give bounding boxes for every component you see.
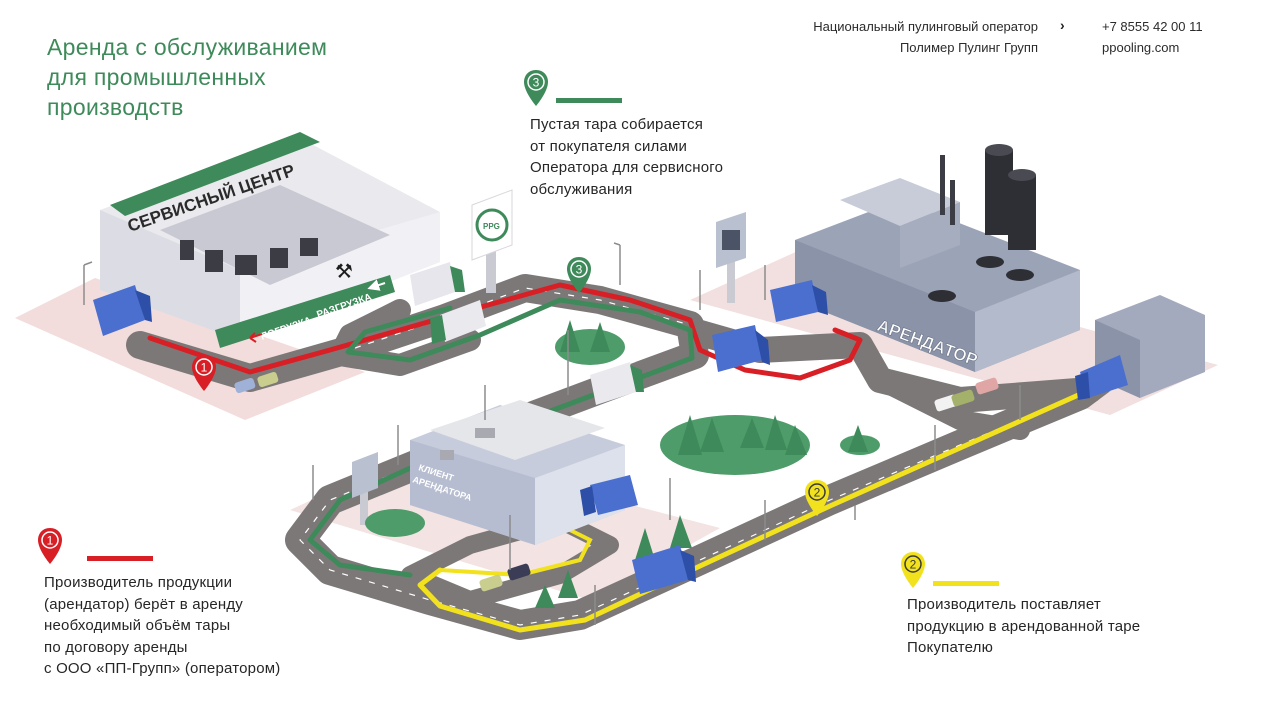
legend-step-3-line: Оператора для сервисного	[530, 159, 724, 176]
road-markings	[299, 287, 1081, 626]
legend-step-3-line: Пустая тара собирается	[530, 116, 704, 133]
title-line-3: производств	[47, 94, 184, 120]
legend-step-1-line: (арендатор) берёт в аренду	[44, 595, 244, 613]
legend-step-3: Пустая тара собирается от покупателя сил…	[530, 114, 723, 200]
route-step-1	[147, 282, 863, 381]
truck	[590, 362, 644, 405]
legend-step-1-line: с ООО «ПП-Групп» (оператором)	[44, 660, 281, 677]
truck	[770, 280, 828, 322]
legend-pin-1-number: 1	[47, 534, 54, 548]
map-pin-1-number: 1	[201, 361, 208, 375]
route-step-2	[417, 389, 1088, 633]
trucks	[93, 262, 1128, 594]
svg-text:⚒: ⚒	[335, 259, 353, 283]
legend-pin-2: 2	[901, 552, 925, 588]
legend-step-2: Производитель поставляет продукцию в аре…	[907, 594, 1140, 659]
contact-info: +7 8555 42 00 11 ppooling.com	[1102, 16, 1203, 58]
truck	[430, 300, 486, 344]
phone-number[interactable]: +7 8555 42 00 11	[1102, 19, 1203, 34]
truck	[580, 475, 638, 516]
legend-step-2-line: Производитель поставляет	[907, 596, 1101, 613]
map-pin-3-number: 3	[576, 263, 583, 277]
legend-pin-2-number: 2	[910, 558, 917, 572]
truck	[1075, 355, 1128, 400]
tenant-sign	[716, 212, 746, 303]
ppg-logo: PPG	[483, 222, 500, 231]
ppg-logo-pylon: PPG	[471, 189, 513, 293]
chevron-right-icon: ›	[1060, 17, 1065, 33]
tenant-factory: АРЕНДАТОР	[795, 144, 1205, 398]
legend-pin-1: 1	[38, 528, 62, 564]
truck	[632, 545, 696, 594]
cars	[234, 371, 999, 592]
service-center-building: СЕРВИСНЫЙ ЦЕНТР ПОГРУЗКА РАЗГРУЗКА ⚒	[100, 132, 440, 348]
legend-bar-1	[87, 556, 153, 561]
map-pin-2: 2	[805, 480, 829, 516]
legend-pin-3-number: 3	[533, 76, 540, 90]
legend-step-3-line: от покупателя силами	[530, 137, 688, 155]
operator-line-1: Национальный пулинговый оператор	[813, 19, 1038, 34]
truck	[410, 262, 465, 306]
trees	[365, 320, 880, 608]
map-pin-1: 1	[192, 355, 216, 391]
legend-step-3-line: обслуживания	[530, 180, 633, 198]
title-line-1: Аренда с обслуживанием	[47, 34, 328, 60]
legend-step-1-line: Производитель продукции	[44, 574, 233, 591]
legend-step-2-line: Покупателю	[907, 639, 994, 656]
page-title: Аренда с обслуживанием для промышленных …	[47, 32, 427, 122]
legend-step-1-line: по договору аренды	[44, 638, 188, 656]
route-step-3	[307, 297, 695, 578]
map-pin-3: 3	[567, 257, 591, 293]
operator-line-2: Полимер Пулинг Групп	[899, 40, 1038, 55]
truck	[712, 325, 770, 372]
client-building: КЛИЕНТ АРЕНДАТОРА	[352, 400, 625, 545]
legend-step-2-line: продукцию в арендованной таре	[907, 617, 1141, 635]
website-link[interactable]: ppooling.com	[1102, 40, 1180, 55]
legend-step-1-line: необходимый объём тары	[44, 617, 231, 634]
legend-pin-3: 3	[524, 70, 548, 106]
truck	[93, 285, 152, 336]
legend-bar-3	[556, 98, 622, 103]
street-lamps	[83, 242, 1021, 625]
operator-info: Национальный пулинговый оператор Полимер…	[813, 16, 1038, 58]
title-line-2: для промышленных	[47, 64, 266, 90]
map-pin-2-number: 2	[814, 486, 821, 500]
legend-step-1: Производитель продукции (арендатор) берё…	[44, 572, 280, 680]
legend-bar-2	[933, 581, 999, 586]
